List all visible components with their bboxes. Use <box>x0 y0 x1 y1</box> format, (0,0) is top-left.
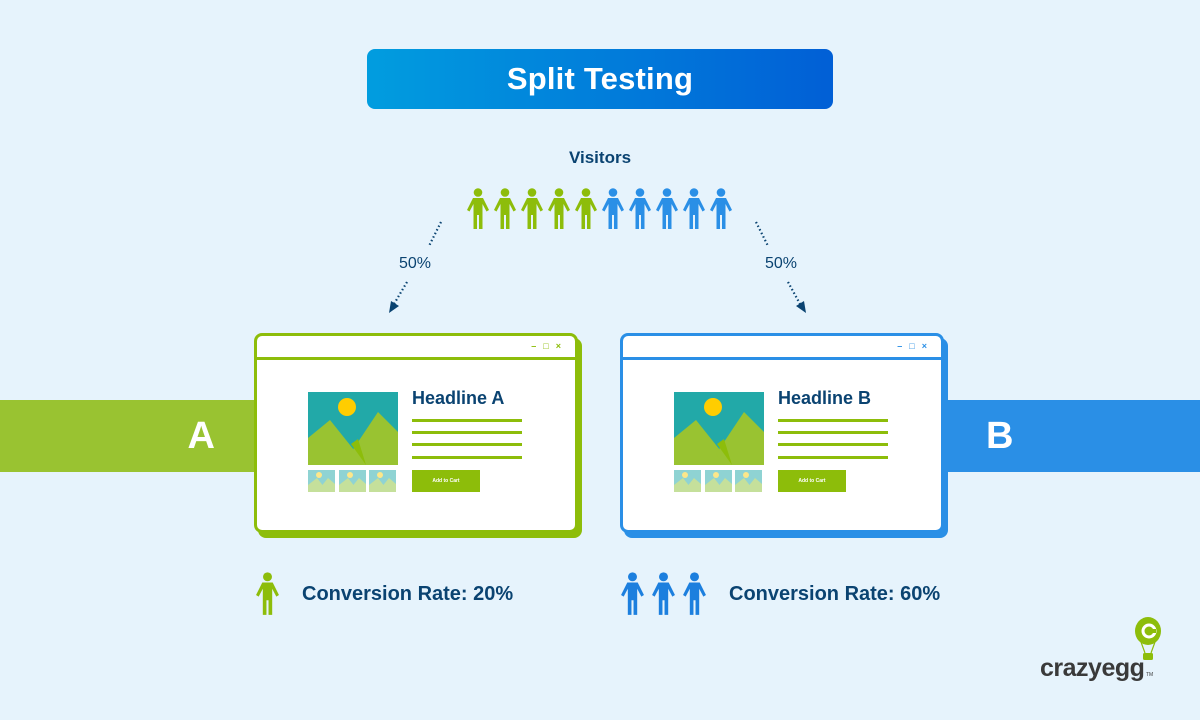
variant-a-letter: A <box>187 414 215 457</box>
variant-b-band: B <box>940 400 1200 472</box>
thumbnail-icon[interactable] <box>339 470 366 492</box>
person-icon <box>521 188 543 229</box>
person-icon <box>575 188 597 229</box>
conversion-icons-a <box>255 572 280 616</box>
person-icon <box>629 188 651 229</box>
hero-image-icon <box>674 392 764 465</box>
thumbnail-icon[interactable] <box>674 470 701 492</box>
thumbnail-icon[interactable] <box>308 470 335 492</box>
person-icon <box>621 572 644 615</box>
visitors-icons <box>466 188 733 230</box>
headline-a: Headline A <box>412 388 505 408</box>
minimize-icon[interactable]: – <box>897 341 903 351</box>
person-icon <box>683 188 705 229</box>
person-icon <box>656 188 678 229</box>
headline-b: Headline B <box>778 388 872 408</box>
conversion-rate-b: Conversion Rate: 60% <box>729 582 941 605</box>
browser-b-titlebar: – □ × <box>623 336 941 360</box>
maximize-icon[interactable]: □ <box>909 341 915 351</box>
conversion-rate-a: Conversion Rate: 20% <box>302 582 514 605</box>
close-icon[interactable]: × <box>555 341 561 351</box>
person-icon <box>494 188 516 229</box>
person-icon <box>467 188 489 229</box>
add-to-cart-button[interactable]: Add to Cart <box>412 470 480 492</box>
minimize-icon[interactable]: – <box>531 341 537 351</box>
left-split-percent: 50% <box>399 255 432 272</box>
person-icon <box>256 572 279 615</box>
browser-a-titlebar: – □ × <box>257 336 575 360</box>
text-line <box>412 431 522 434</box>
maximize-icon[interactable]: □ <box>543 341 549 351</box>
variant-b-letter: B <box>986 414 1014 457</box>
thumbnail-icon[interactable] <box>705 470 732 492</box>
balloon-icon <box>1135 617 1161 660</box>
add-to-cart-button[interactable]: Add to Cart <box>778 470 846 492</box>
thumbnail-icon[interactable] <box>369 470 396 492</box>
logo-trademark: TM <box>1146 672 1154 678</box>
thumbnail-icon[interactable] <box>735 470 762 492</box>
title-banner: Split Testing <box>367 49 833 109</box>
text-line <box>778 431 888 434</box>
browser-window-b: – □ × Headline B Add to Cart <box>620 333 944 533</box>
page-title: Split Testing <box>506 61 694 96</box>
logo-text: crazyegg <box>1040 654 1145 682</box>
visitors-label: Visitors <box>568 148 632 167</box>
left-split-arrow <box>389 221 442 313</box>
close-icon[interactable]: × <box>921 341 927 351</box>
person-icon <box>710 188 732 229</box>
right-split-arrow <box>755 221 806 313</box>
conversion-icons-b <box>620 572 707 616</box>
hero-image-icon <box>308 392 398 465</box>
text-line <box>412 419 522 422</box>
conversion-row-a: Conversion Rate: 20% <box>255 572 513 616</box>
browser-window-a: – □ × Headline A Add to Cart <box>254 333 578 533</box>
person-icon <box>548 188 570 229</box>
variant-a-band: A <box>0 400 260 472</box>
text-line <box>778 419 888 422</box>
person-icon <box>652 572 675 615</box>
crazyegg-logo: crazyegg TM <box>1040 616 1190 686</box>
text-line <box>412 456 522 459</box>
text-line <box>412 443 522 446</box>
conversion-row-b: Conversion Rate: 60% <box>620 572 940 616</box>
text-line <box>778 443 888 446</box>
right-split-percent: 50% <box>765 255 798 272</box>
person-icon <box>602 188 624 229</box>
text-line <box>778 456 888 459</box>
person-icon <box>683 572 706 615</box>
